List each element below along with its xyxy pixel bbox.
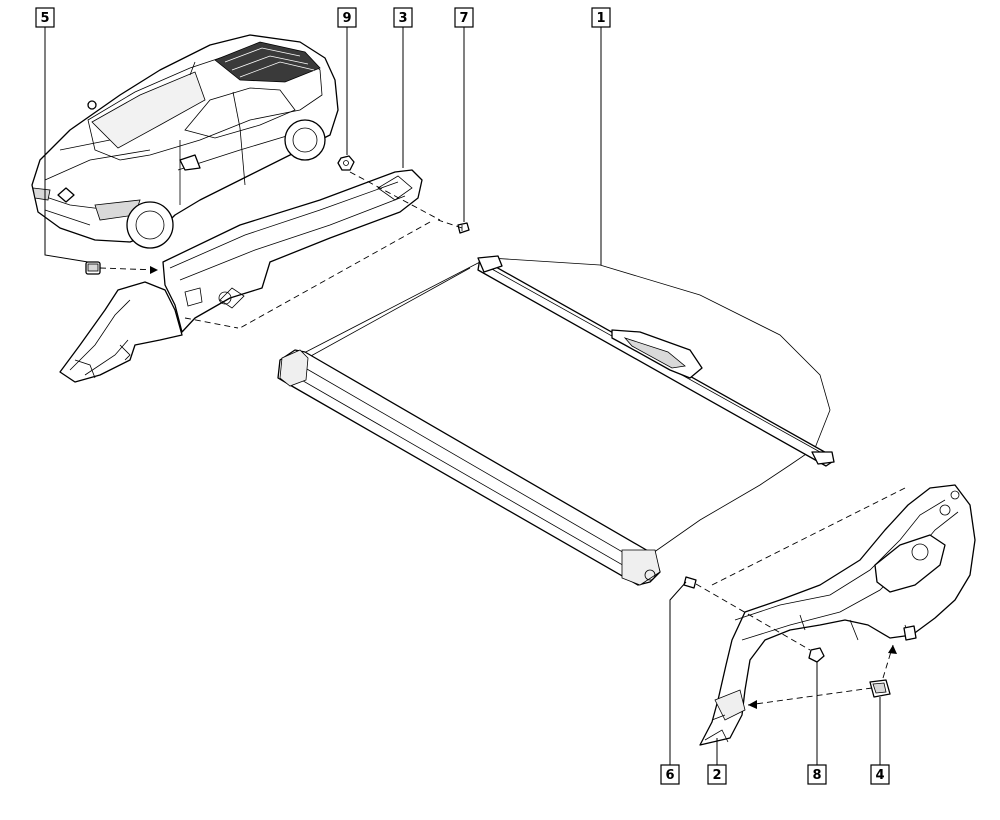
left-pillar-trim (59, 281, 183, 383)
assembly-lines (99, 171, 906, 706)
arrowheads (150, 266, 897, 709)
leader-lines (44, 27, 881, 765)
screw-part-7 (457, 222, 470, 234)
clip-part-4 (869, 679, 891, 698)
part-number-9: 9 (342, 11, 351, 26)
part-label-7: 7 (454, 7, 474, 28)
part-label-8: 8 (807, 764, 827, 785)
part-number-1: 1 (596, 11, 605, 26)
part-label-9: 9 (337, 7, 357, 28)
part-label-4: 4 (870, 764, 890, 785)
part-number-5: 5 (40, 11, 49, 26)
luggage-cover-part-1 (277, 255, 835, 586)
part-number-4: 4 (875, 768, 884, 783)
part-label-6: 6 (660, 764, 680, 785)
clip-part-5 (85, 261, 101, 275)
part-label-3: 3 (393, 7, 413, 28)
part-number-2: 2 (712, 768, 721, 783)
nut-part-8 (808, 647, 825, 663)
part-label-2: 2 (707, 764, 727, 785)
left-upper-trim-panel (162, 169, 423, 333)
right-trim-panel-part-2 (699, 484, 976, 746)
screw-part-6 (683, 576, 697, 589)
nut-part-9 (337, 155, 355, 171)
car-illustration (31, 34, 339, 249)
part-number-6: 6 (665, 768, 674, 783)
part-number-3: 3 (398, 11, 407, 26)
part-number-8: 8 (812, 768, 821, 783)
part-label-5: 5 (35, 7, 55, 28)
part-label-1: 1 (591, 7, 611, 28)
part-number-7: 7 (459, 11, 468, 26)
